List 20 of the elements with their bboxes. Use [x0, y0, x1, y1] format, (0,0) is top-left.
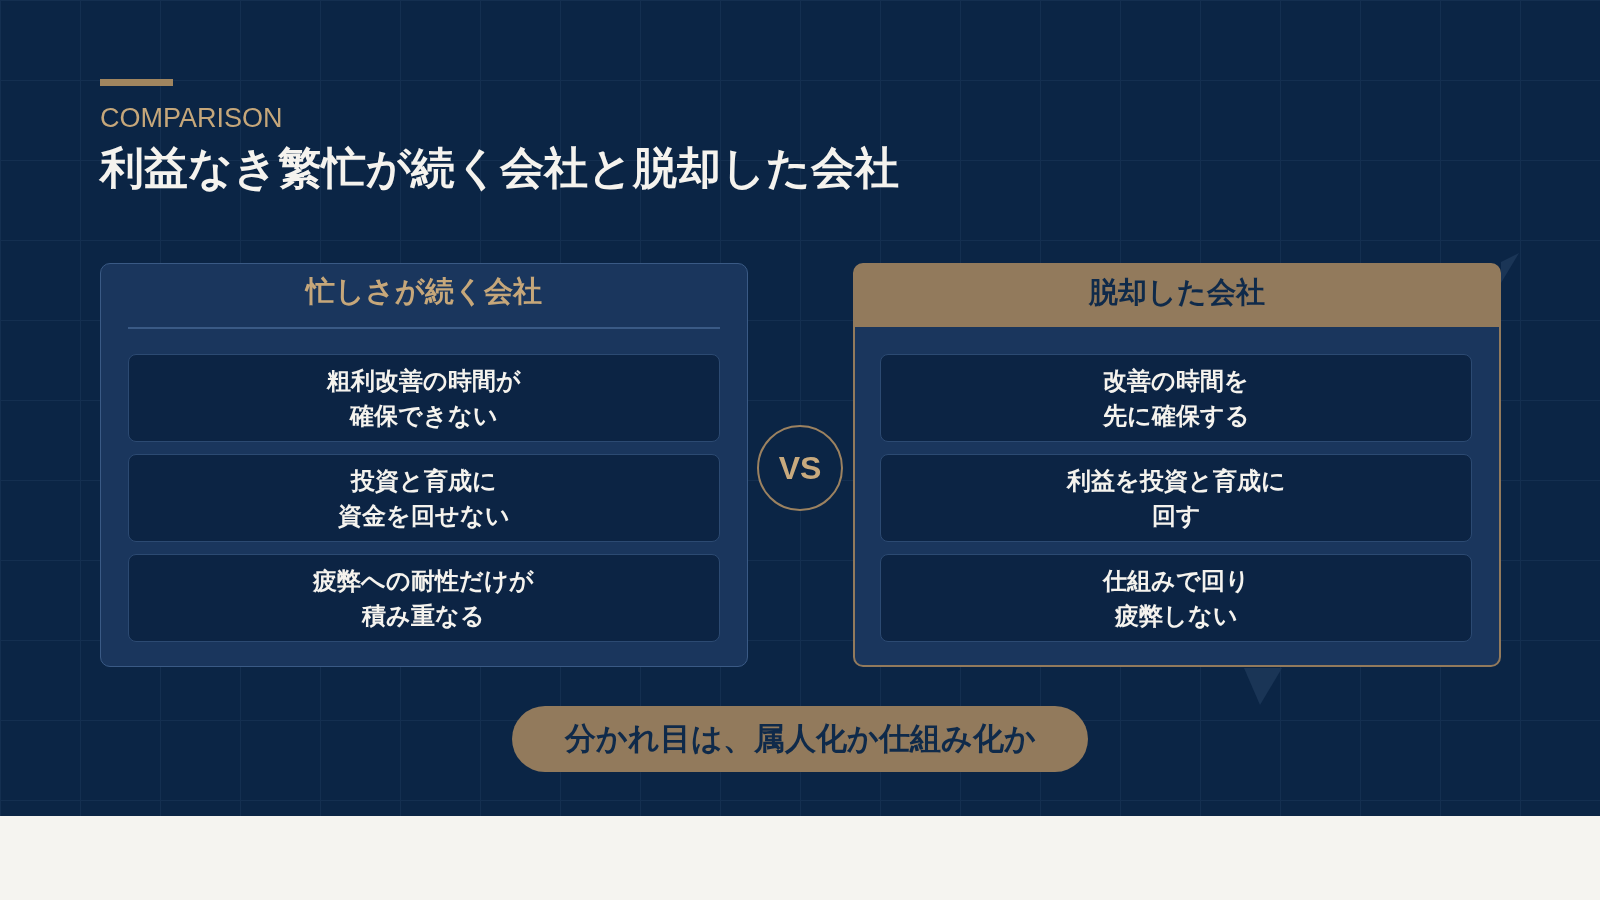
- point-text: 疲弊への耐性だけが積み重なる: [313, 565, 534, 631]
- point-text: 利益を投資と育成に回す: [1066, 466, 1286, 531]
- comparison-panel: [100, 263, 748, 667]
- point-card: [127, 453, 720, 542]
- point-card: [880, 354, 1472, 442]
- panel-heading: 忙しさが続く会社: [306, 274, 542, 309]
- point-card: [880, 454, 1472, 542]
- point-text: 粗利改善の時間が確保できない: [326, 365, 521, 431]
- point-card: [127, 353, 720, 442]
- vs-label: VS: [778, 450, 822, 486]
- point-card: [880, 554, 1472, 642]
- slide-title: 利益なき繁忙が続く会社と脱却した会社: [100, 142, 899, 194]
- point-text: 投資と育成に資金を回せない: [337, 465, 510, 531]
- point-text: 仕組みで回り疲弊しない: [1102, 566, 1250, 631]
- eyebrow-label: COMPARISON: [100, 102, 283, 134]
- panel-heading: 脱却した会社: [1089, 275, 1265, 310]
- point-text: 改善の時間を先に確保する: [1102, 366, 1250, 431]
- point-card: [127, 553, 720, 642]
- comparison-panel: [853, 263, 1501, 667]
- summary-text: 分かれ目は、属人化か仕組み化か: [564, 720, 1036, 758]
